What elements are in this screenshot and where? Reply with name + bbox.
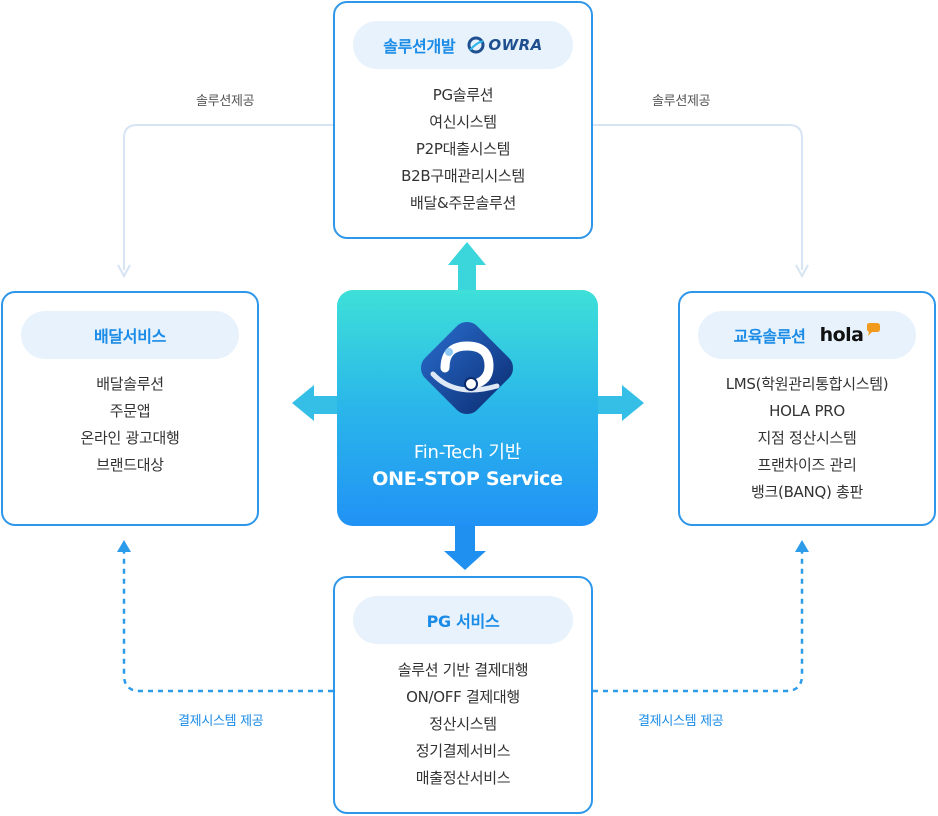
owra-logo-icon — [467, 36, 485, 54]
connector-label-bottom-right: 결제시스템 제공 — [638, 714, 724, 729]
connector-bottom-left — [122, 552, 333, 693]
arrowhead-top-left — [117, 264, 131, 279]
arrowhead-bottom-left — [117, 540, 131, 552]
pg-service-title: PG 서비스 — [426, 612, 500, 631]
hola-speech-icon — [866, 323, 880, 336]
list-item: 브랜드대상 — [96, 456, 164, 474]
solution-dev-list: PG솔루션 여신시스템 P2P대출시스템 B2B구매관리시스템 배달&주문솔루션 — [335, 82, 591, 217]
list-item: B2B구매관리시스템 — [401, 167, 525, 185]
arrowhead-top-right — [795, 264, 809, 279]
list-item: 주문앱 — [109, 402, 151, 420]
list-item: 매출정산서비스 — [415, 769, 511, 787]
education-solution-list: LMS(학원관리통합시스템) HOLA PRO 지점 정산시스템 프랜차이즈 관… — [680, 371, 934, 506]
center-title: ONE-STOP Service — [372, 468, 563, 490]
pg-service-header: PG 서비스 — [353, 596, 573, 644]
delivery-service-header: 배달서비스 — [21, 311, 239, 359]
center-subtitle: Fin-Tech 기반 — [413, 442, 522, 463]
pg-service-box: PG 서비스 솔루션 기반 결제대행 ON/OFF 결제대행 정산시스템 정기결… — [333, 576, 593, 814]
connector-label-top-right: 솔루션제공 — [652, 94, 711, 109]
list-item: 정기결제서비스 — [415, 742, 511, 760]
list-item: P2P대출시스템 — [415, 140, 511, 158]
list-item: PG솔루션 — [432, 86, 494, 104]
list-item: 여신시스템 — [429, 113, 497, 131]
arrow-left-icon — [292, 385, 338, 421]
list-item: LMS(학원관리통합시스템) — [725, 375, 889, 393]
list-item: 온라인 광고대행 — [80, 429, 180, 447]
education-solution-title: 교육솔루션 — [733, 327, 806, 346]
owra-logo-text: OWRA — [488, 36, 543, 54]
list-item: ON/OFF 결제대행 — [406, 688, 520, 706]
hola-logo: hola — [819, 323, 881, 346]
connector-top-right — [593, 124, 803, 270]
list-item: HOLA PRO — [769, 402, 845, 420]
fintech-logo-icon — [421, 322, 513, 414]
list-item: 프랜차이즈 관리 — [757, 456, 857, 474]
list-item: 솔루션 기반 결제대행 — [397, 661, 529, 679]
center-one-stop-box: Fin-Tech 기반 ONE-STOP Service — [337, 290, 598, 526]
list-item: 뱅크(BANQ) 총판 — [751, 483, 863, 501]
solution-dev-box: 솔루션개발 OWRA PG솔루션 여신시스템 P2P대출시스템 B2B구매관리시… — [333, 1, 593, 239]
arrow-down-icon — [444, 525, 486, 570]
connector-label-top-left: 솔루션제공 — [196, 94, 255, 109]
connector-bottom-right — [593, 552, 804, 693]
list-item: 배달&주문솔루션 — [410, 194, 516, 212]
connector-top-left — [123, 124, 333, 270]
education-solution-header: 교육솔루션 hola — [698, 311, 916, 359]
pg-service-list: 솔루션 기반 결제대행 ON/OFF 결제대행 정산시스템 정기결제서비스 매출… — [335, 657, 591, 792]
arrowhead-bottom-right — [795, 540, 809, 552]
arrow-up-icon — [448, 242, 486, 292]
owra-logo: OWRA — [467, 36, 542, 54]
list-item: 지점 정산시스템 — [757, 429, 857, 447]
solution-dev-header: 솔루션개발 OWRA — [353, 21, 573, 69]
connector-label-bottom-left: 결제시스템 제공 — [178, 714, 264, 729]
hola-logo-text: hola — [819, 324, 864, 346]
solution-dev-title: 솔루션개발 — [383, 37, 456, 56]
list-item: 정산시스템 — [429, 715, 497, 733]
education-solution-box: 교육솔루션 hola LMS(학원관리통합시스템) HOLA PRO 지점 정산… — [678, 291, 936, 526]
arrow-right-icon — [597, 385, 644, 421]
list-item: 배달솔루션 — [96, 375, 164, 393]
delivery-service-list: 배달솔루션 주문앱 온라인 광고대행 브랜드대상 — [3, 371, 257, 479]
delivery-service-title: 배달서비스 — [93, 327, 167, 346]
delivery-service-box: 배달서비스 배달솔루션 주문앱 온라인 광고대행 브랜드대상 — [1, 291, 259, 526]
